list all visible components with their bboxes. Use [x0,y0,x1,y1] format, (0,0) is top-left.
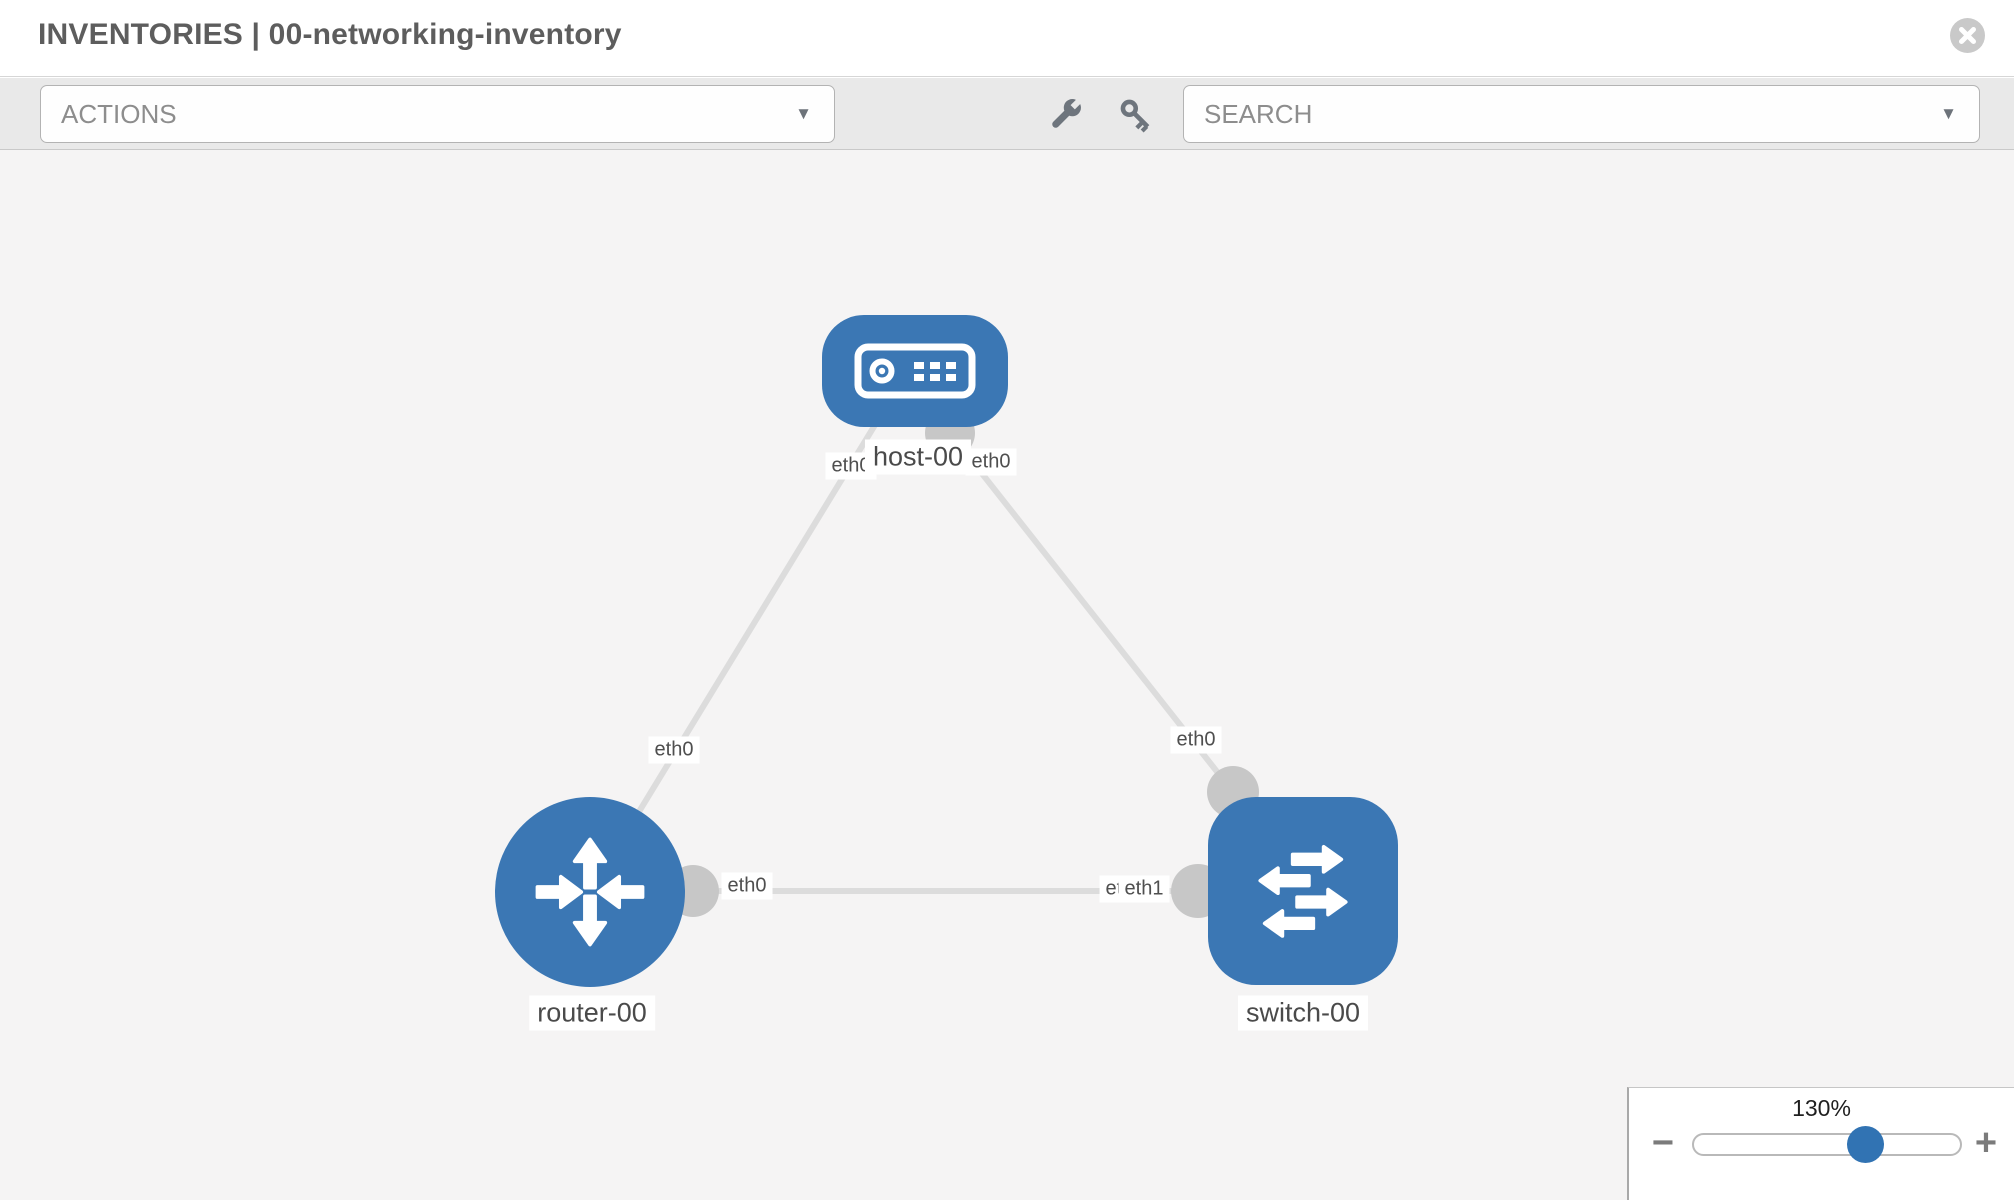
node-name-host: host-00 [864,439,972,475]
zoom-level-value: 130% [1792,1095,1851,1121]
chevron-down-icon: ▼ [795,104,812,123]
actions-dropdown[interactable]: ACTIONS ▼ [40,85,835,143]
interface-label: eth0 [721,872,773,900]
zoom-out-button[interactable]: − [1651,1122,1675,1164]
zoom-slider-thumb[interactable] [1847,1126,1884,1163]
toolbar: ACTIONS ▼ SEARCH ▼ [0,78,2014,150]
node-switch-00[interactable] [1208,797,1398,985]
actions-dropdown-label: ACTIONS [61,99,177,129]
configure-button[interactable] [1046,95,1086,135]
interface-label: eth0 [1170,726,1222,754]
wrench-icon [1052,97,1083,128]
zoom-in-button[interactable]: + [1974,1122,1998,1164]
switch-icon [1258,844,1348,938]
interface-label: eth0 [965,448,1017,476]
node-host-00[interactable] [822,315,1008,427]
router-icon [535,837,645,947]
close-button[interactable] [1950,18,1985,53]
zoom-slider-track[interactable] [1692,1133,1962,1156]
header-bar: INVENTORIES | 00-networking-inventory [0,0,2014,77]
search-input[interactable]: SEARCH [1204,99,1313,129]
page-title: INVENTORIES | 00-networking-inventory [38,18,622,51]
node-name-router: router-00 [529,995,655,1031]
chevron-down-icon: ▼ [1940,104,1957,123]
search-dropdown[interactable]: SEARCH ▼ [1183,85,1980,143]
credentials-button[interactable] [1115,95,1155,135]
node-name-switch: switch-00 [1237,995,1369,1031]
node-router-00[interactable] [495,797,685,987]
zoom-control-panel: 130% − + [1627,1087,2014,1200]
host-icon [854,343,976,399]
close-icon [1959,27,1976,44]
key-icon [1120,99,1150,133]
interface-label: eth1 [1118,875,1170,903]
topology-canvas[interactable] [0,150,2014,1200]
interface-label: eth0 [648,736,700,764]
